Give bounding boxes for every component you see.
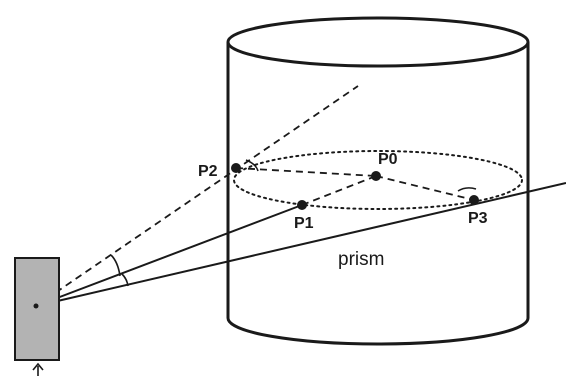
dashed-construction-lines [35, 85, 475, 307]
instrument-origin-dot [33, 303, 39, 309]
prism-label: prism [338, 249, 384, 270]
instrument-arrow-icon [32, 362, 44, 376]
angle-marker-p3 [457, 187, 477, 192]
dashed-ray-to-p2 [35, 85, 359, 307]
angle-arc-lower [121, 273, 129, 287]
cross-section-ellipse [233, 150, 523, 210]
dashed-p1-to-p0 [301, 175, 377, 206]
cylinder-top-ellipse [226, 16, 530, 68]
ray-through-p3 [35, 182, 566, 307]
point-p0 [371, 171, 381, 181]
point-p3 [469, 195, 479, 205]
point-p1 [297, 200, 307, 210]
instrument-box [14, 257, 60, 361]
label-p1: P1 [294, 215, 314, 232]
solid-rays [35, 182, 566, 307]
label-p0: P0 [378, 151, 398, 168]
cylinder-bottom-arc [226, 317, 530, 346]
label-p2: P2 [198, 163, 218, 180]
angle-arcs [110, 254, 129, 287]
point-p2 [231, 163, 241, 173]
angle-arc-upper [110, 254, 121, 277]
angle-marker-p2 [245, 159, 259, 172]
dashed-p0-to-p3 [375, 175, 475, 201]
label-p3: P3 [468, 210, 488, 227]
ray-to-p1 [35, 204, 303, 307]
prism-cylinder [226, 16, 530, 346]
points [231, 163, 479, 210]
